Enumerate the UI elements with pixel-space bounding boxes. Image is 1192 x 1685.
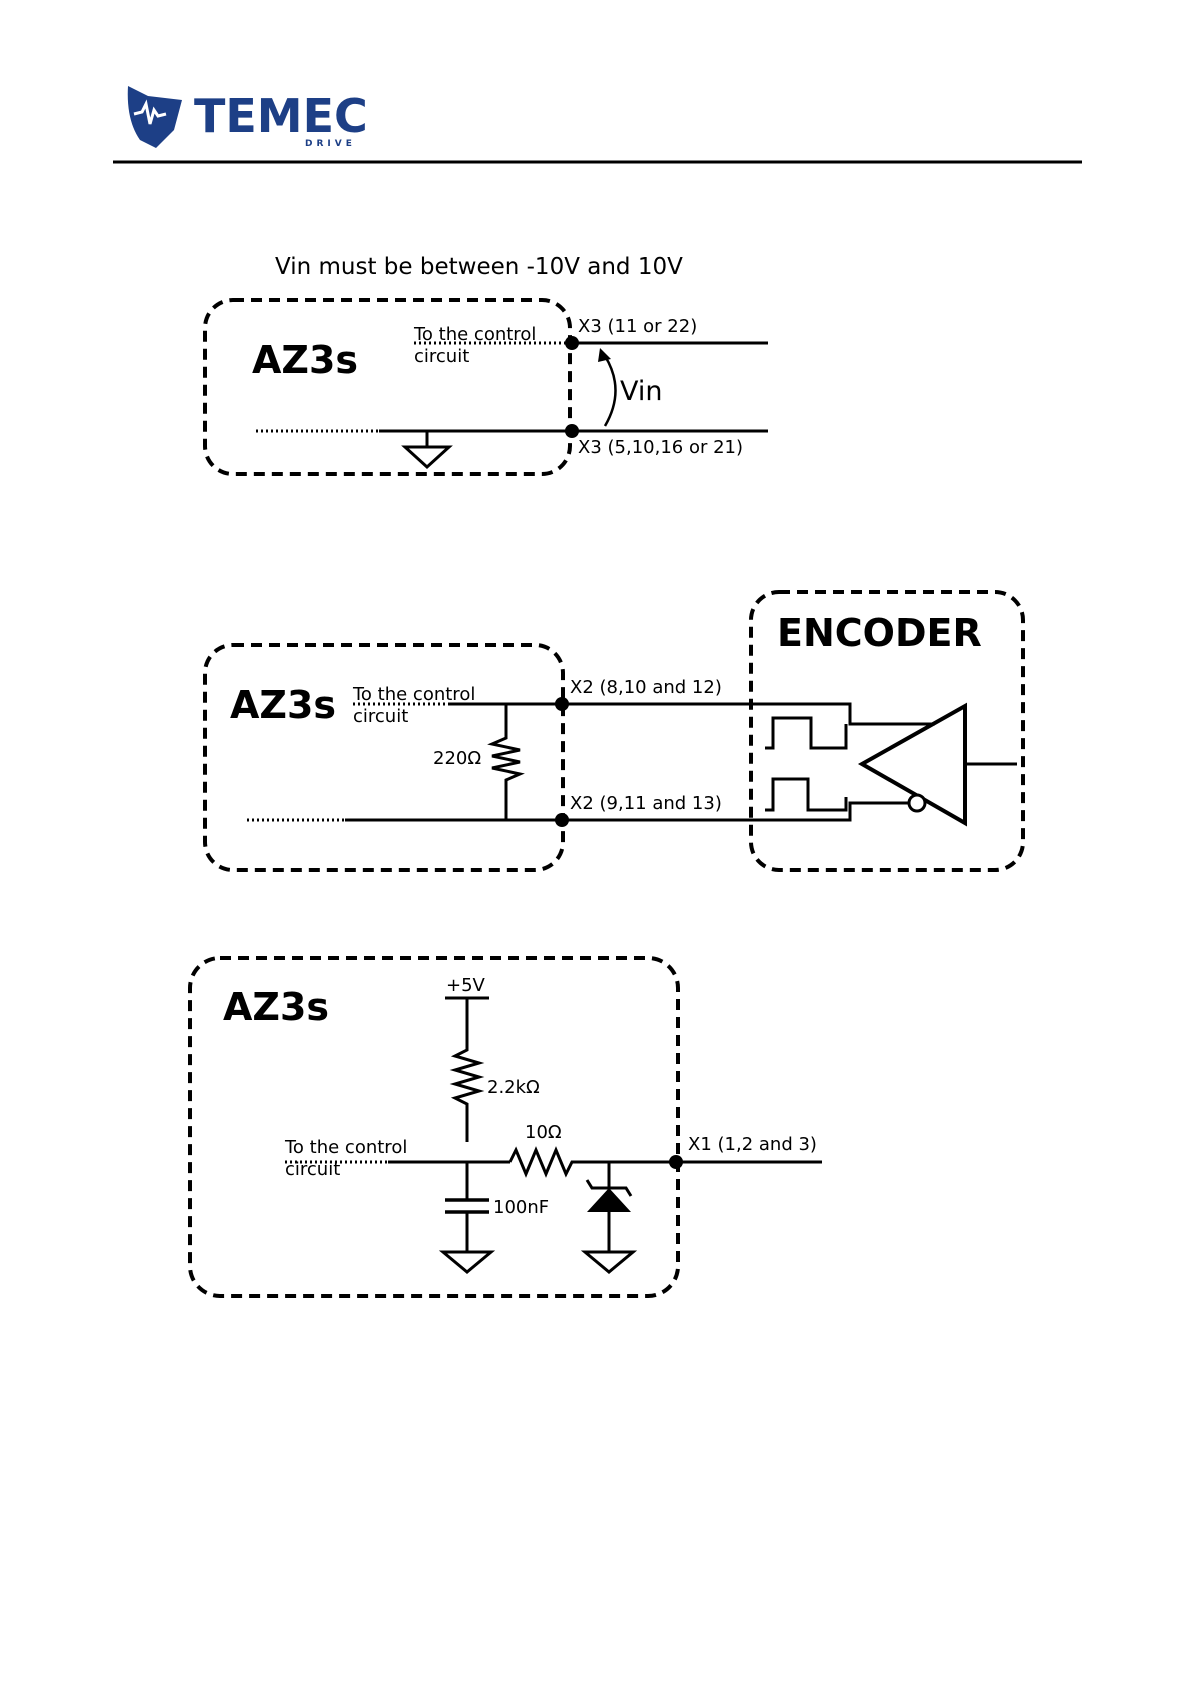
az3s-label-3: AZ3s — [223, 985, 329, 1029]
az3s-label-1: AZ3s — [252, 338, 358, 382]
encoder-label: ENCODER — [777, 611, 982, 655]
junction-dot — [565, 424, 579, 438]
termination-resistor-icon — [492, 704, 520, 820]
voltage-arrow-icon — [605, 356, 616, 426]
pullup-resistor-icon — [455, 998, 479, 1142]
pullup-resistor-label: 2.2kΩ — [487, 1077, 540, 1098]
resistor-label-220: 220Ω — [433, 748, 481, 769]
pin-label-x3-top: X3 (11 or 22) — [578, 316, 697, 337]
capacitor-label: 100nF — [493, 1197, 549, 1218]
encoder-input-diagram: AZ3s To the control circuit 220Ω X2 (8,1… — [205, 592, 1023, 870]
series-resistor-label: 10Ω — [525, 1122, 562, 1143]
encoder-wire-a — [750, 704, 935, 724]
az3s-label-2: AZ3s — [230, 683, 336, 727]
zener-diode-icon — [587, 1188, 631, 1212]
ground-symbol-icon — [443, 1252, 491, 1272]
pin-label-x2-top: X2 (8,10 and 12) — [570, 677, 722, 698]
diagram1-caption: Vin must be between -10V and 10V — [275, 254, 683, 280]
brand-name: TEMEC — [194, 89, 368, 143]
pin-label-x3-bottom: X3 (5,10,16 or 21) — [578, 437, 743, 458]
arrow-head-icon — [598, 348, 611, 362]
digital-input-diagram: AZ3s +5V 2.2kΩ To the control circuit 10… — [190, 958, 822, 1296]
vin-label: Vin — [620, 376, 663, 407]
az3s-boundary-2 — [205, 645, 563, 870]
junction-dot — [669, 1155, 683, 1169]
ground-symbol-icon — [405, 431, 449, 467]
square-wave-icon — [765, 718, 846, 748]
temec-logo: TEMEC DRIVE — [128, 86, 368, 149]
control-label-3a: To the control — [284, 1137, 407, 1158]
control-label-2a: To the control — [352, 684, 475, 705]
logo-emblem-icon — [128, 86, 182, 148]
inverter-bubble-icon — [909, 795, 925, 811]
analog-input-diagram: Vin must be between -10V and 10V AZ3s To… — [205, 254, 768, 474]
junction-dot — [555, 813, 569, 827]
supply-label: +5V — [446, 975, 486, 996]
control-label-2b: circuit — [353, 706, 408, 727]
pin-label-x1: X1 (1,2 and 3) — [688, 1134, 817, 1155]
square-wave-inverted-icon — [765, 779, 846, 810]
pin-label-x2-bottom: X2 (9,11 and 13) — [570, 793, 722, 814]
junction-dot — [555, 697, 569, 711]
brand-sub: DRIVE — [305, 139, 356, 149]
junction-dot — [565, 336, 579, 350]
ground-symbol-icon — [585, 1252, 633, 1272]
control-label-1b: circuit — [414, 346, 469, 367]
